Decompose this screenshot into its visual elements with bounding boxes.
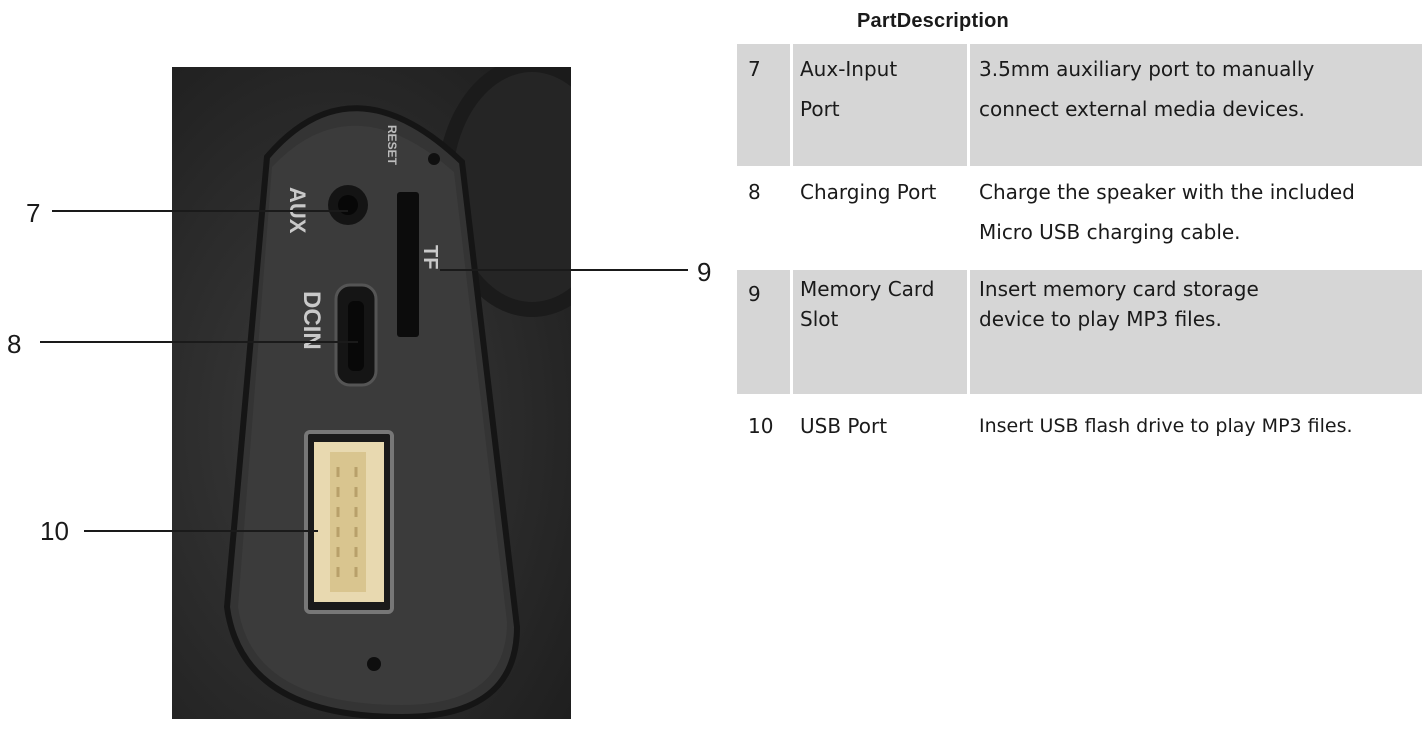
- part-number-cell: 7: [737, 44, 790, 166]
- reset-label: RESET: [385, 125, 399, 166]
- table-row: 8 Charging Port Charge the speaker with …: [737, 166, 1422, 270]
- tf-slot-label: TF: [419, 245, 441, 269]
- part-description-cell: Insert memory card storage device to pla…: [970, 270, 1422, 394]
- callout-8-number: 8: [7, 329, 22, 359]
- part-description-cell: Charge the speaker with the included Mic…: [970, 166, 1422, 270]
- part-name-line: Memory Card: [800, 277, 935, 301]
- part-name-cell: Memory Card Slot: [793, 270, 967, 394]
- part-description-line: connect external media devices.: [979, 97, 1305, 121]
- part-number-cell: 8: [737, 166, 790, 270]
- table-row: 9 Memory Card Slot Insert memory card st…: [737, 270, 1422, 394]
- part-description-line: Insert USB flash drive to play MP3 files…: [979, 415, 1353, 437]
- callout-10-number: 10: [40, 516, 69, 546]
- part-name-line: Aux-Input: [800, 57, 898, 81]
- device-ports-illustration: AUX RESET TF DCIN: [223, 67, 571, 719]
- part-description-line: Micro USB charging cable.: [979, 220, 1241, 244]
- part-number: 8: [748, 180, 761, 204]
- part-number: 9: [748, 282, 761, 306]
- part-name-line: USB Port: [800, 414, 888, 438]
- reset-hole: [428, 153, 440, 165]
- part-description-line: device to play MP3 files.: [979, 307, 1222, 331]
- screw-hole: [367, 657, 381, 671]
- device-ports-photo: AUX RESET TF DCIN: [172, 67, 571, 719]
- part-number-cell: 10: [737, 394, 790, 464]
- callout-9-number: 9: [697, 257, 712, 287]
- part-name-line: Port: [800, 97, 840, 121]
- part-name-line: Charging Port: [800, 180, 937, 204]
- callout-8-line: [40, 341, 358, 343]
- part-description-line: 3.5mm auxiliary port to manually: [979, 57, 1315, 81]
- part-description-line: Charge the speaker with the included: [979, 180, 1355, 204]
- part-number-cell: 9: [737, 270, 790, 394]
- part-description-line: Insert memory card storage: [979, 277, 1259, 301]
- part-number: 10: [748, 414, 774, 438]
- callout-7-line: [52, 210, 348, 212]
- part-description-cell: Insert USB flash drive to play MP3 files…: [970, 394, 1422, 464]
- tf-card-slot: [397, 192, 419, 337]
- part-name-cell: USB Port: [793, 394, 967, 464]
- callout-10-line: [84, 530, 318, 532]
- callout-7-number: 7: [26, 198, 41, 228]
- part-number: 7: [748, 57, 761, 81]
- part-description-table: 7 Aux-Input Port 3.5mm auxiliary port to…: [737, 44, 1422, 464]
- callout-9-line: [440, 269, 688, 271]
- part-name-line: Slot: [800, 307, 839, 331]
- table-row: 7 Aux-Input Port 3.5mm auxiliary port to…: [737, 44, 1422, 166]
- dcin-label: DCIN: [298, 291, 325, 350]
- part-description-cell: 3.5mm auxiliary port to manually connect…: [970, 44, 1422, 166]
- part-name-cell: Charging Port: [793, 166, 967, 270]
- table-row: 10 USB Port Insert USB flash drive to pl…: [737, 394, 1422, 464]
- table-title: PartDescription: [857, 10, 1009, 32]
- part-name-cell: Aux-Input Port: [793, 44, 967, 166]
